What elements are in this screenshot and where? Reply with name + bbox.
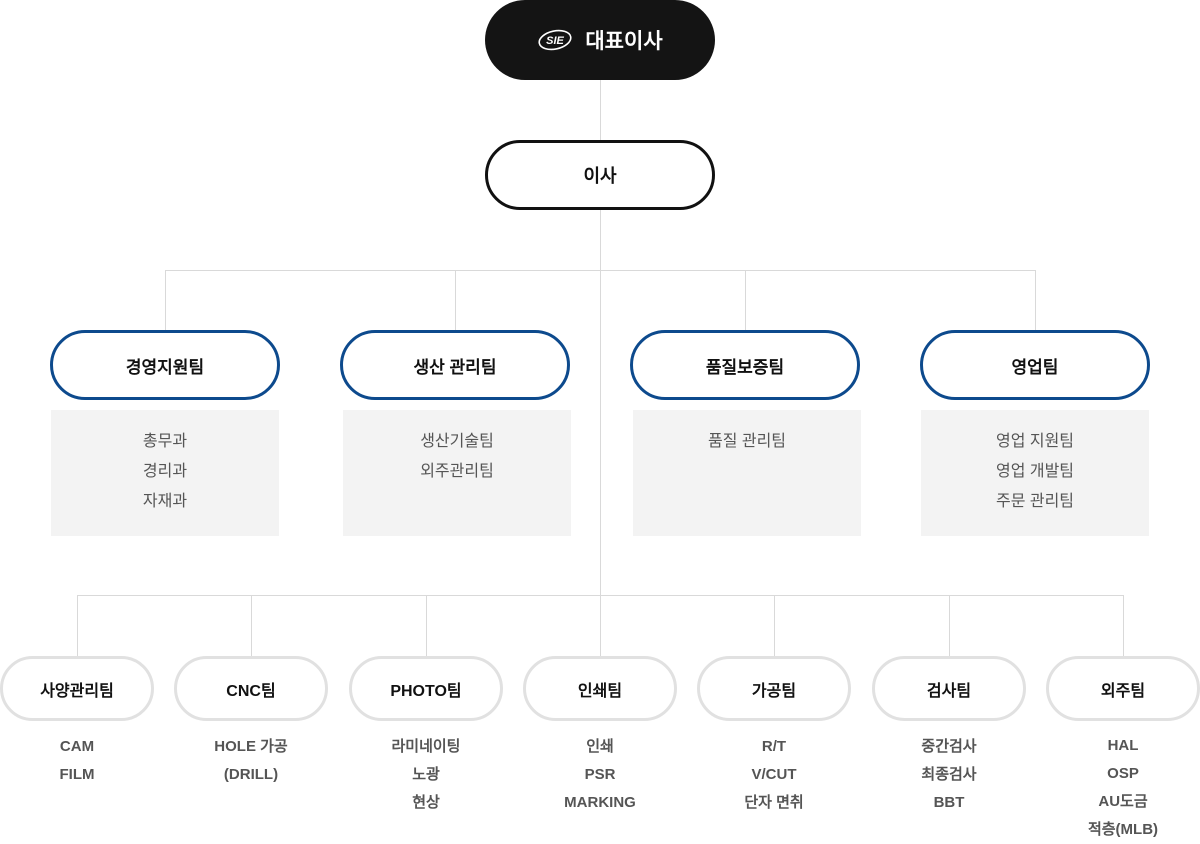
director-node[interactable]: 이사 bbox=[485, 140, 715, 210]
unit-node-processing[interactable]: 가공팀 bbox=[697, 656, 851, 721]
sub-item: 총무과 bbox=[142, 433, 188, 450]
sub-item: AU도금 bbox=[1098, 793, 1148, 810]
unit-label: PHOTO팀 bbox=[390, 682, 462, 700]
unit-drop-line bbox=[949, 595, 950, 656]
unit-label: 사양관리팀 bbox=[40, 682, 114, 700]
sub-item: V/CUT bbox=[751, 766, 797, 783]
sub-item: HOLE 가공 bbox=[214, 738, 288, 755]
unit-drop-line bbox=[1123, 595, 1124, 656]
unit-label: 검사팀 bbox=[926, 682, 972, 700]
trunk-line bbox=[600, 80, 601, 656]
unit-label: CNC팀 bbox=[226, 682, 276, 700]
sub-item: 중간검사 bbox=[921, 738, 977, 755]
unit-sub-list: 중간검사 최종검사 BBT bbox=[872, 733, 1026, 817]
sub-item: 영업 개발팀 bbox=[995, 463, 1075, 480]
unit-branch-line bbox=[77, 595, 1124, 596]
sub-item: 라미네이팅 bbox=[391, 738, 461, 755]
unit-node-inspection[interactable]: 검사팀 bbox=[872, 656, 1026, 721]
unit-drop-line bbox=[426, 595, 427, 656]
unit-label: 가공팀 bbox=[751, 682, 797, 700]
unit-node-spec-management[interactable]: 사양관리팀 bbox=[0, 656, 154, 721]
unit-node-cnc[interactable]: CNC팀 bbox=[174, 656, 328, 721]
unit-node-outsourcing[interactable]: 외주팀 bbox=[1046, 656, 1200, 721]
unit-sub-list: 인쇄 PSR MARKING bbox=[523, 733, 677, 817]
unit-sub-list: CAM FILM bbox=[0, 733, 154, 789]
team-sub-box: 생산기술팀 외주관리팀 bbox=[343, 410, 571, 536]
sub-item: HAL bbox=[1107, 737, 1139, 754]
unit-drop-line bbox=[774, 595, 775, 656]
ceo-label: 대표이사 bbox=[585, 30, 663, 53]
unit-label: 인쇄팀 bbox=[577, 682, 623, 700]
unit-sub-list: HAL OSP AU도금 적층(MLB) bbox=[1046, 732, 1200, 844]
unit-sub-list: HOLE 가공 (DRILL) bbox=[174, 733, 328, 789]
team-node-quality-assurance[interactable]: 품질보증팀 bbox=[630, 330, 860, 400]
sub-item: FILM bbox=[59, 766, 95, 783]
team-sub-box: 영업 지원팀 영업 개발팀 주문 관리팀 bbox=[921, 410, 1149, 536]
sub-item: 최종검사 bbox=[921, 766, 977, 783]
team-sub-box: 총무과 경리과 자재과 bbox=[51, 410, 279, 536]
team-drop-line bbox=[165, 270, 166, 330]
team-label: 품질보증팀 bbox=[705, 357, 785, 377]
sub-item: 외주관리팀 bbox=[420, 463, 494, 480]
svg-text:SIE: SIE bbox=[546, 35, 564, 47]
team-label: 영업팀 bbox=[1011, 357, 1059, 377]
sub-item: 주문 관리팀 bbox=[995, 493, 1075, 510]
sub-item: BBT bbox=[933, 794, 965, 811]
unit-drop-line bbox=[77, 595, 78, 656]
unit-sub-list: R/T V/CUT 단자 면취 bbox=[697, 733, 851, 817]
sub-item: 적층(MLB) bbox=[1087, 821, 1159, 838]
unit-label: 외주팀 bbox=[1100, 682, 1146, 700]
sub-item: (DRILL) bbox=[223, 766, 279, 783]
unit-node-photo[interactable]: PHOTO팀 bbox=[349, 656, 503, 721]
team-drop-line bbox=[455, 270, 456, 330]
sub-item: 인쇄 bbox=[586, 738, 614, 755]
sub-item: CAM bbox=[59, 738, 95, 755]
sub-item: 경리과 bbox=[142, 463, 188, 480]
team-drop-line bbox=[1035, 270, 1036, 330]
sub-item: 품질 관리팀 bbox=[707, 433, 787, 450]
team-node-production-management[interactable]: 생산 관리팀 bbox=[340, 330, 570, 400]
team-branch-line bbox=[165, 270, 1036, 271]
ceo-node[interactable]: SIE 대표이사 bbox=[485, 0, 715, 80]
sub-item: 현상 bbox=[412, 794, 440, 811]
sub-item: 단자 면취 bbox=[744, 794, 804, 811]
sub-item: MARKING bbox=[564, 794, 636, 811]
sub-item: OSP bbox=[1107, 765, 1139, 782]
sie-logo-icon: SIE bbox=[537, 29, 573, 51]
sub-item: 자재과 bbox=[142, 493, 188, 510]
sub-item: 영업 지원팀 bbox=[995, 433, 1075, 450]
director-label: 이사 bbox=[583, 166, 617, 186]
team-drop-line bbox=[745, 270, 746, 330]
sub-item: PSR bbox=[584, 766, 616, 783]
unit-drop-line bbox=[251, 595, 252, 656]
sub-item: R/T bbox=[761, 738, 787, 755]
unit-node-printing[interactable]: 인쇄팀 bbox=[523, 656, 677, 721]
unit-sub-list: 라미네이팅 노광 현상 bbox=[349, 733, 503, 817]
sub-item: 생산기술팀 bbox=[420, 433, 494, 450]
team-sub-box: 품질 관리팀 bbox=[633, 410, 861, 536]
team-node-sales[interactable]: 영업팀 bbox=[920, 330, 1150, 400]
team-label: 경영지원팀 bbox=[125, 357, 205, 377]
sub-item: 노광 bbox=[412, 766, 440, 783]
team-label: 생산 관리팀 bbox=[413, 357, 497, 377]
team-node-management-support[interactable]: 경영지원팀 bbox=[50, 330, 280, 400]
